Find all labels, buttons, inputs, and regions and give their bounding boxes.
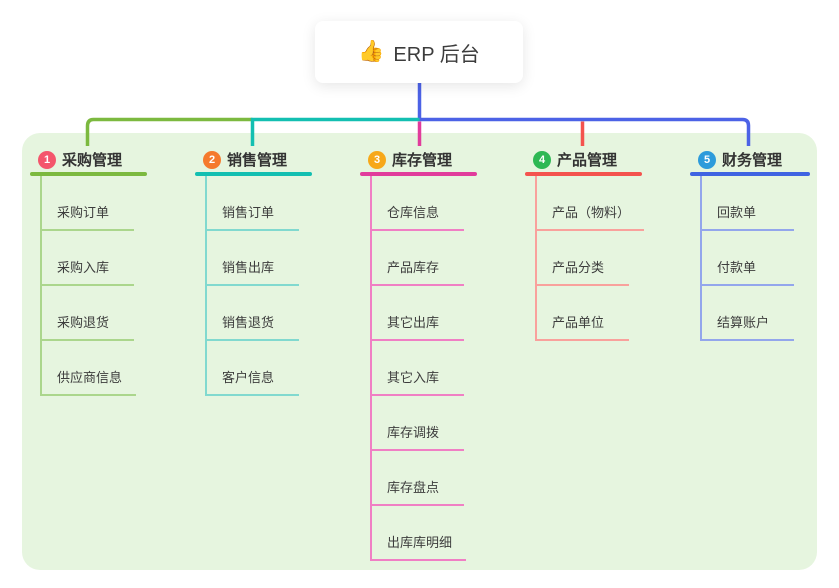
branch-purchase: 1 采购管理 采购订单 采购入库 采购退货 供应商信息 [30, 147, 147, 396]
branch-inventory-children: 仓库信息 产品库存 其它出库 其它入库 库存调拨 库存盘点 出库库明细 [370, 176, 467, 561]
branch-product-children: 产品（物料） 产品分类 产品单位 [535, 176, 645, 341]
branch-purchase-underline [30, 172, 147, 176]
branch-purchase-header[interactable]: 1 采购管理 [30, 147, 147, 169]
child-node[interactable]: 采购退货 [42, 286, 134, 341]
badge-1: 1 [38, 150, 56, 169]
child-node[interactable]: 销售出库 [207, 231, 299, 286]
branch-inventory-label: 库存管理 [392, 152, 453, 169]
branch-inventory: 3 库存管理 仓库信息 产品库存 其它出库 其它入库 库存调拨 库存盘点 出库库… [360, 147, 477, 561]
child-node[interactable]: 仓库信息 [372, 176, 464, 231]
child-node[interactable]: 产品库存 [372, 231, 464, 286]
branch-inventory-underline [360, 172, 477, 176]
badge-4: 4 [533, 150, 551, 169]
child-node[interactable]: 产品分类 [537, 231, 629, 286]
child-node[interactable]: 其它出库 [372, 286, 464, 341]
branch-sales-header[interactable]: 2 销售管理 [195, 147, 312, 169]
branch-sales-children: 销售订单 销售出库 销售退货 客户信息 [205, 176, 299, 396]
child-node[interactable]: 采购订单 [42, 176, 134, 231]
branch-product-header[interactable]: 4 产品管理 [525, 147, 642, 169]
child-node[interactable]: 付款单 [702, 231, 794, 286]
mindmap-panel [22, 133, 817, 570]
branch-finance-children: 回款单 付款单 结算账户 [700, 176, 794, 341]
thumbs-up-icon: 👍 [358, 40, 385, 63]
child-node[interactable]: 结算账户 [702, 286, 794, 341]
branch-purchase-label: 采购管理 [62, 152, 123, 169]
branch-sales-underline [195, 172, 312, 176]
child-node[interactable]: 产品单位 [537, 286, 629, 341]
child-node[interactable]: 回款单 [702, 176, 794, 231]
branch-finance-label: 财务管理 [722, 152, 783, 169]
badge-3: 3 [368, 150, 386, 169]
branch-product: 4 产品管理 产品（物料） 产品分类 产品单位 [525, 147, 645, 341]
root-node[interactable]: 👍 ERP 后台 [315, 21, 523, 83]
child-node[interactable]: 产品（物料） [537, 176, 645, 231]
child-node[interactable]: 出库库明细 [372, 506, 467, 561]
badge-5: 5 [698, 150, 716, 169]
branch-product-label: 产品管理 [557, 152, 618, 169]
branch-inventory-header[interactable]: 3 库存管理 [360, 147, 477, 169]
child-node[interactable]: 库存盘点 [372, 451, 464, 506]
branch-finance: 5 财务管理 回款单 付款单 结算账户 [690, 147, 810, 341]
child-node[interactable]: 客户信息 [207, 341, 299, 396]
branch-sales: 2 销售管理 销售订单 销售出库 销售退货 客户信息 [195, 147, 312, 396]
branch-product-underline [525, 172, 642, 176]
child-node[interactable]: 销售订单 [207, 176, 299, 231]
child-node[interactable]: 采购入库 [42, 231, 134, 286]
child-node[interactable]: 库存调拨 [372, 396, 464, 451]
child-node[interactable]: 其它入库 [372, 341, 464, 396]
branch-finance-header[interactable]: 5 财务管理 [690, 147, 810, 169]
child-node[interactable]: 供应商信息 [42, 341, 137, 396]
child-node[interactable]: 销售退货 [207, 286, 299, 341]
root-node-label: ERP 后台 [393, 43, 480, 66]
branch-finance-underline [690, 172, 810, 176]
branch-sales-label: 销售管理 [227, 152, 288, 169]
branch-purchase-children: 采购订单 采购入库 采购退货 供应商信息 [40, 176, 137, 396]
badge-2: 2 [203, 150, 221, 169]
